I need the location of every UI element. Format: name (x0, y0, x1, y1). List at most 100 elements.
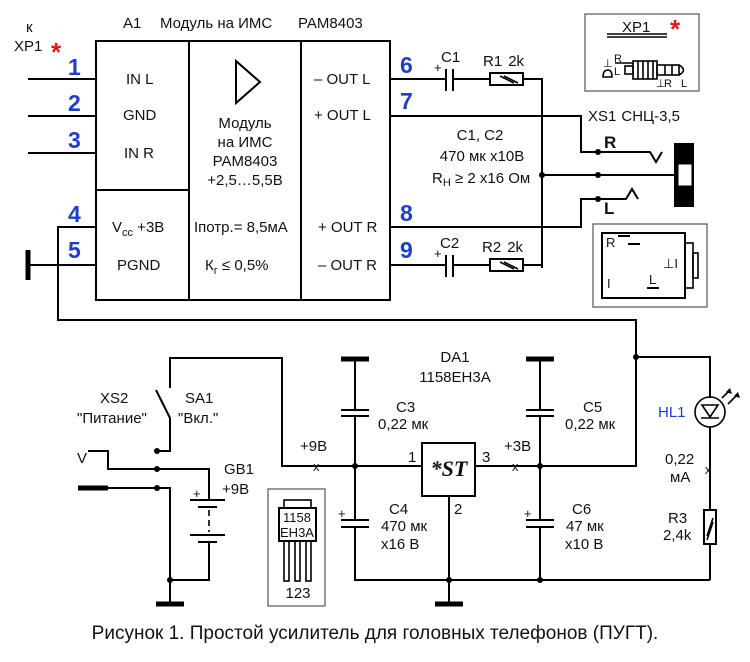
xp1-inset: XP1 * ⊥ R L ⊥ R L (584, 13, 700, 92)
gb1-value: +9В (222, 481, 249, 498)
led-hl1-icon (694, 396, 726, 428)
label-in-l: IN L (126, 71, 154, 88)
pin-8: 8 (400, 200, 413, 226)
label-out-r-plus: + OUT R (318, 219, 377, 236)
c1-ref: C1 (441, 49, 460, 66)
power-wiring (78, 357, 355, 607)
xp1-title: XP1 (622, 19, 650, 36)
plug-icon (602, 60, 685, 80)
module-outline (95, 40, 391, 301)
xp1-tip-gnd: ⊥ (656, 78, 666, 90)
socket-label-l: L (649, 272, 656, 287)
current-consumption: Iпотр.= 8,5мА (194, 219, 288, 236)
gb1-ref: GB1 (224, 461, 254, 478)
regulator-pin-1: 1 (408, 449, 416, 466)
xs2-name: "Питание" (77, 410, 147, 427)
output-note-2: 470 мк х10В (440, 148, 524, 165)
output-note-1: C1, C2 (457, 127, 504, 144)
pin-2: 2 (68, 90, 81, 116)
rail-in-marker: x (313, 459, 320, 474)
module-block (95, 40, 391, 301)
connector-ref: XP1 (14, 38, 42, 55)
xp1-label-l: L (614, 66, 620, 78)
xp1-tip-l: L (681, 78, 687, 90)
sa1-top-wire (169, 357, 355, 467)
jack-l-label: L (604, 199, 614, 218)
sa1-switch-icon (155, 389, 171, 419)
c3-value: 0,22 мк (378, 416, 429, 433)
input-pins: 1 2 3 4 5 (25, 54, 637, 467)
socket-label-r: R (606, 235, 615, 250)
right-output-network (390, 172, 676, 277)
gb1-plus: + (193, 486, 201, 501)
module-title: Модуль на ИМС (160, 15, 272, 32)
jack-xs1 (595, 143, 694, 207)
pin-3: 3 (68, 127, 81, 153)
indicator-circuit (636, 356, 740, 580)
package-pins: 123 (285, 585, 310, 602)
regulator-package-inset: 1158 ЕН3А 123 (267, 488, 326, 607)
pin-9: 9 (400, 237, 413, 263)
jack-r-label: R (604, 133, 616, 152)
label-out-l-plus: + OUT L (314, 107, 371, 124)
pin-4: 4 (68, 201, 81, 227)
regulator-part: 1158ЕН3А (419, 369, 490, 386)
regulator-circuit (341, 354, 710, 607)
pin-6: 6 (400, 52, 413, 78)
socket-label-i: I (607, 276, 611, 291)
label-vcc: Vcc +3В (112, 219, 164, 239)
sa1-ref: SA1 (185, 390, 213, 407)
rail-in-label: +9В (300, 438, 327, 455)
rail-out-marker: x (512, 459, 519, 474)
xp1-asterisk: * (670, 14, 681, 44)
module-designator: A1 (123, 15, 141, 32)
figure-caption: Рисунок 1. Простой усилитель для головны… (92, 623, 659, 644)
c6-value: 47 мк (566, 518, 604, 535)
xp1-tip-r: R (664, 78, 672, 90)
regulator-pin-3: 3 (482, 449, 490, 466)
led-current-unit: мА (670, 469, 690, 486)
r3-ref: R3 (668, 510, 687, 527)
package-line-2: ЕН3А (280, 525, 314, 540)
connector-ref-prefix: к (26, 19, 33, 36)
label-out-r-minus: – OUT R (318, 257, 377, 274)
regulator-pin-2: 2 (454, 501, 462, 518)
load-note: RН ≥ 2 х16 Ом (432, 170, 530, 189)
c3-ref: C3 (396, 399, 415, 416)
xp1-label-r: R (614, 53, 622, 65)
c4-voltage: х16 В (381, 536, 419, 553)
package-line-1: 1158 (283, 510, 311, 525)
center-line-4: +2,5…5,5В (207, 172, 282, 189)
socket-inset: R ⊥I I L (592, 223, 708, 308)
c4-plus: + (338, 506, 346, 521)
c6-voltage: х10 В (565, 536, 603, 553)
distortion: Кг ≤ 0,5% (205, 257, 269, 277)
c2-ref: C2 (440, 235, 459, 252)
led-ref: HL1 (658, 404, 686, 421)
pin-7: 7 (400, 88, 413, 114)
c2-plus: + (434, 246, 442, 261)
c6-plus: + (524, 506, 532, 521)
label-out-l-minus: – OUT L (314, 71, 370, 88)
c4-ref: C4 (389, 501, 408, 518)
c1-plus: + (434, 60, 442, 75)
rail-out-label: +3В (504, 438, 531, 455)
c5-value: 0,22 мк (565, 416, 616, 433)
r3-value: 2,4k (663, 527, 692, 544)
center-line-1: Модуль (218, 115, 271, 132)
left-output-network (390, 69, 598, 268)
regulator-ref: DA1 (440, 349, 469, 366)
socket-label-gnd: ⊥I (663, 256, 678, 271)
label-pgnd: PGND (117, 257, 161, 274)
regulator-symbol: *ST (431, 456, 469, 481)
pin-1: 1 (68, 54, 81, 80)
c5-ref: C5 (583, 399, 602, 416)
amplifier-triangle-icon (235, 58, 262, 106)
xs2-ref: XS2 (100, 390, 128, 407)
c4-value: 470 мк (381, 518, 428, 535)
pin-5: 5 (68, 237, 81, 263)
c6-ref: C6 (572, 501, 591, 518)
